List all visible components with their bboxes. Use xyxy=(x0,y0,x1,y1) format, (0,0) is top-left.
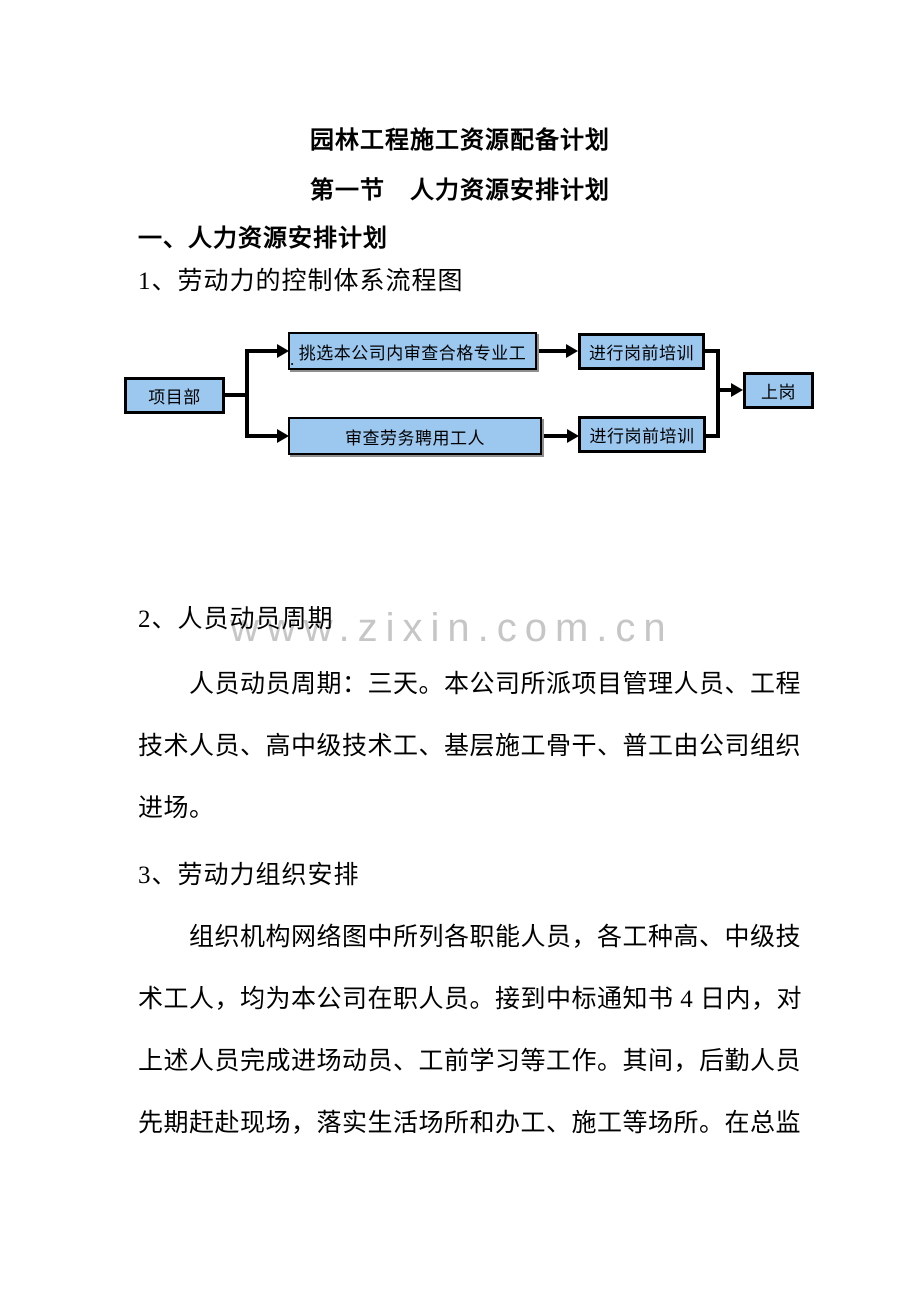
connector-project-out xyxy=(225,393,249,397)
connector-training-top-out xyxy=(704,349,718,353)
stray-period-mark: . xyxy=(290,350,295,369)
list-item-mobilization: 2、人员动员周期 xyxy=(138,606,334,633)
flow-node-select-qualified: 挑选本公司内审查合格专业工 xyxy=(288,332,537,370)
paragraph-line: 进场。 xyxy=(138,795,215,822)
watermark-text: www.zixin.com.cn xyxy=(230,606,674,650)
flow-node-label: 上岗 xyxy=(761,383,796,402)
flow-node-label: 审查劳务聘用工人 xyxy=(345,428,485,448)
flow-node-label: 挑选本公司内审查合格专业工 xyxy=(298,343,527,363)
section-heading: 第一节 人力资源安排计划 xyxy=(310,178,610,204)
list-item-flowchart: 1、劳动力的控制体系流程图 xyxy=(138,268,464,295)
arrowhead-icon xyxy=(731,383,743,397)
paragraph-line: 上述人员完成进场动员、工前学习等工作。其间，后勤人员 xyxy=(138,1048,802,1075)
connector-training-bottom-out xyxy=(706,434,718,438)
flow-node-label: 进行岗前培训 xyxy=(589,344,694,363)
arrowhead-icon xyxy=(567,429,579,443)
flow-node-pre-job-training-bottom: 进行岗前培训 xyxy=(578,416,706,453)
connector-review-to-training xyxy=(542,434,567,438)
arrowhead-icon xyxy=(277,429,289,443)
flow-node-pre-job-training-top: 进行岗前培训 xyxy=(578,333,705,370)
arrowhead-icon xyxy=(566,344,578,358)
paragraph-line: 先期赶赴现场，落实生活场所和办工、施工等场所。在总监 xyxy=(138,1110,802,1137)
connector-select-to-training xyxy=(537,349,566,353)
connector-to-review xyxy=(249,434,277,438)
flow-node-project-dept: 项目部 xyxy=(124,377,225,414)
flow-node-label: 进行岗前培训 xyxy=(589,427,695,446)
connector-left-branch-vertical xyxy=(245,349,249,438)
list-item-labor-organization: 3、劳动力组织安排 xyxy=(138,862,360,889)
document-title: 园林工程施工资源配备计划 xyxy=(310,128,610,154)
flow-node-label: 项目部 xyxy=(148,388,201,407)
connector-to-select xyxy=(249,349,277,353)
flow-node-review-hired: 审查劳务聘用工人 xyxy=(288,417,542,455)
paragraph-line: 组织机构网络图中所列各职能人员，各工种高、中级技 xyxy=(189,924,802,951)
flow-node-take-post: 上岗 xyxy=(743,372,814,409)
connector-right-merge-vertical xyxy=(716,349,720,438)
paragraph-line: 人员动员周期：三天。本公司所派项目管理人员、工程 xyxy=(189,671,802,698)
paragraph-line: 技术人员、高中级技术工、基层施工骨干、普工由公司组织 xyxy=(138,733,802,760)
heading-one: 一、人力资源安排计划 xyxy=(138,226,388,252)
arrowhead-icon xyxy=(277,344,289,358)
connector-to-post xyxy=(720,388,732,392)
paragraph-line: 术工人，均为本公司在职人员。接到中标通知书 4 日内，对 xyxy=(138,986,803,1013)
